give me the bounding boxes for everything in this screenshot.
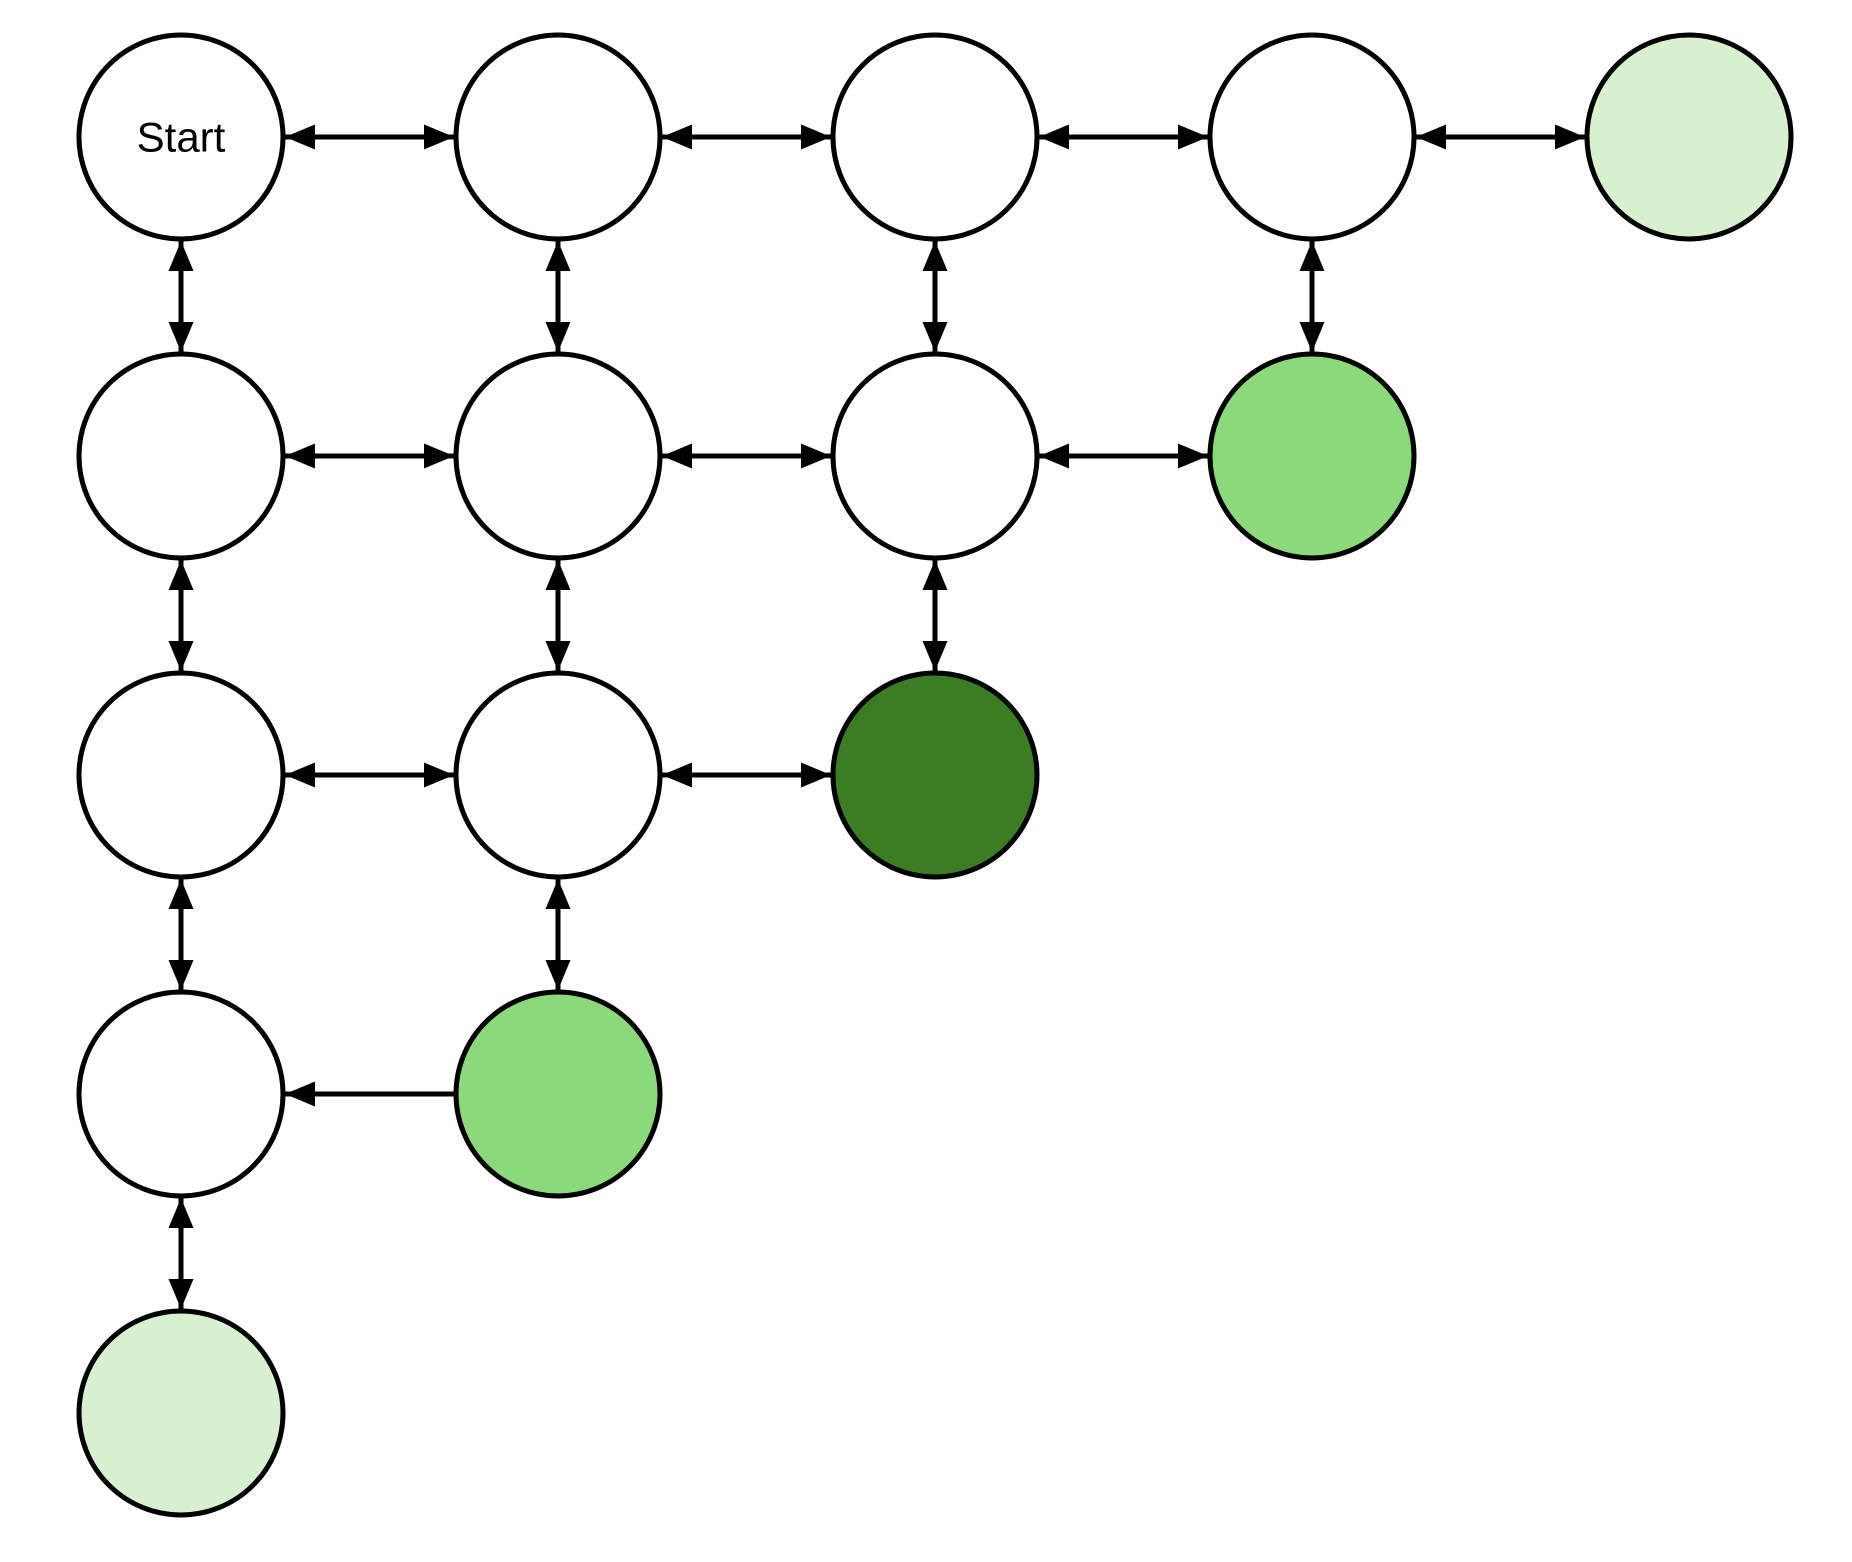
node-r2c2-dark_green: [830, 670, 1040, 880]
node-r0c1-white: [453, 32, 663, 242]
node-r1c1-white: [453, 351, 663, 561]
node-r0c2-white: [830, 32, 1040, 242]
edges-layer: [168, 124, 1585, 1309]
node-r1c3-medium_green: [1207, 351, 1417, 561]
node-r2c0-white: [76, 670, 286, 880]
node-r4c0-light_green: [76, 1308, 286, 1518]
node-r1c0-white: [76, 351, 286, 561]
node-r1c2-white: [830, 351, 1040, 561]
node-r0c4-light_green: [1584, 32, 1794, 242]
node-r3c1-medium_green: [453, 989, 663, 1199]
start-node: [76, 32, 286, 242]
start-node-label: Start: [137, 113, 226, 160]
node-r3c0-white: [76, 989, 286, 1199]
node-r2c1-white: [453, 670, 663, 880]
node-r0c3-white: [1207, 32, 1417, 242]
nodes-layer: Start: [76, 32, 1794, 1518]
